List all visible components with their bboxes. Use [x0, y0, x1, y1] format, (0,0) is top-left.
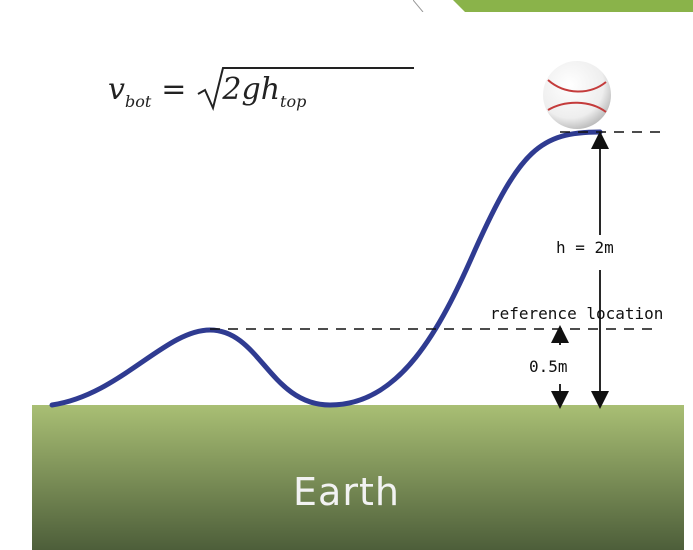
earth-ground [32, 405, 684, 550]
formula-rhs-subscript: top [280, 92, 307, 111]
offset-label: 0.5m [529, 357, 568, 376]
formula-lhs-subscript: bot [124, 92, 152, 111]
earth-label: Earth [293, 470, 400, 514]
height-label: h = 2m [556, 238, 614, 257]
formula-rhs: 2gh [222, 72, 281, 107]
formula-lhs: v [108, 72, 125, 107]
formula-equals: = [161, 72, 187, 107]
baseball-icon [543, 61, 611, 129]
reference-location-label: reference location [490, 304, 664, 323]
corner-decoration [413, 0, 693, 12]
radical-icon [197, 67, 415, 112]
velocity-formula: vbot = 2ghtop [108, 67, 415, 114]
square-root: 2ghtop [196, 67, 415, 114]
track-curve [49, 129, 603, 408]
